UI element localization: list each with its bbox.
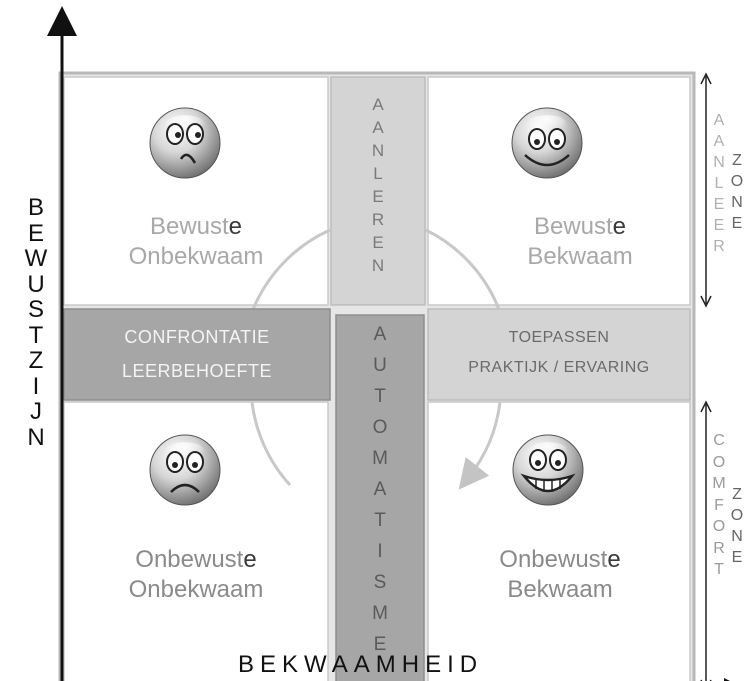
vertical-letter: E	[713, 196, 725, 213]
vertical-letter: Z	[732, 152, 742, 169]
vertical-letter: Z	[732, 486, 742, 503]
label-line1-suffix: e	[243, 546, 257, 573]
toepassen-text: TOEPASSEN PRAKTIJK / ERVARING	[428, 323, 690, 383]
vertical-letter: O	[372, 417, 388, 438]
vertical-letter: E	[731, 549, 743, 566]
bar-toepassen	[427, 308, 691, 401]
vertical-letter: E	[372, 187, 384, 206]
vertical-letter: A	[372, 95, 384, 114]
vertical-letter: M	[712, 475, 726, 492]
label-line2: Bekwaam	[507, 576, 613, 603]
vertical-letter: R	[713, 539, 725, 557]
vertical-letter: T	[28, 321, 44, 349]
label-line1-prefix: Onbewust	[135, 546, 244, 573]
vertical-letter: L	[714, 175, 724, 192]
vertical-letter: O	[730, 173, 744, 190]
label-line1-prefix: Bewust	[533, 213, 613, 240]
label-line1-suffix: e	[612, 213, 627, 240]
vertical-letter: R	[371, 210, 385, 229]
label-line2: Bekwaam	[527, 243, 633, 270]
vertical-letter: W	[24, 245, 48, 272]
vertical-letter: U	[373, 355, 387, 376]
vertical-letter: E	[373, 634, 387, 655]
label-line2: Onbekwaam	[128, 576, 264, 603]
confrontatie-line1: CONFRONTATIE	[124, 327, 270, 347]
vertical-letter: T	[374, 510, 386, 531]
vertical-letter: N	[371, 141, 385, 160]
vertical-letter: T	[374, 386, 386, 407]
vertical-letter: O	[712, 453, 726, 471]
vertical-letter: N	[713, 154, 725, 171]
sad-face-icon	[149, 434, 221, 506]
vertical-letter: U	[27, 270, 45, 298]
vertical-letter: E	[372, 233, 384, 252]
bar-aanleren	[330, 76, 426, 306]
cycle-arc-right	[425, 228, 502, 313]
toepassen-line1: TOEPASSEN	[508, 329, 610, 346]
grinning-face-icon	[512, 434, 584, 506]
vertical-letter: N	[371, 256, 385, 275]
label-line1-suffix: e	[228, 213, 243, 240]
label-bewuste-onbekwaam: Bewuste Onbekwaam	[96, 212, 296, 272]
label-line1-prefix: Bewust	[149, 213, 229, 240]
vertical-letter: R	[713, 238, 725, 255]
cycle-arc-left	[250, 228, 331, 313]
bar-confrontatie	[63, 308, 331, 401]
cycle-arc-lower-left	[250, 401, 292, 487]
label-line1-suffix: e	[607, 546, 621, 573]
label-onbewuste-onbekwaam: Onbewuste Onbekwaam	[96, 545, 296, 605]
vertical-letter: I	[377, 541, 383, 562]
vertical-letter: A	[713, 112, 725, 129]
vertical-letter: E	[713, 217, 725, 234]
vertical-letter: F	[714, 496, 724, 514]
vertical-letter: M	[372, 448, 388, 469]
vertical-letter: A	[373, 324, 387, 345]
confrontatie-text: CONFRONTATIE LEERBEHOEFTE	[66, 320, 328, 388]
label-line1-prefix: Onbewust	[499, 546, 608, 573]
vertical-letter: T	[714, 561, 724, 578]
vertical-letter: E	[731, 215, 743, 232]
label-line2: Onbekwaam	[128, 243, 264, 270]
vertical-letter: Z	[28, 347, 44, 374]
worried-face-icon	[149, 107, 221, 179]
vertical-letter: E	[27, 219, 44, 247]
vertical-letter: O	[712, 518, 726, 535]
vertical-letter: O	[730, 507, 744, 524]
vertical-letter: N	[731, 528, 743, 545]
vertical-letter: L	[373, 164, 383, 183]
label-onbewuste-bekwaam: Onbewuste Bekwaam	[460, 545, 660, 605]
confrontatie-line2: LEERBEHOEFTE	[121, 361, 273, 381]
smiling-face-icon	[511, 107, 583, 179]
vertical-letter: N	[27, 423, 45, 451]
vertical-letter: C	[713, 432, 725, 449]
vertical-letter: J	[30, 398, 42, 425]
vertical-letter: S	[27, 296, 44, 323]
toepassen-line2: PRAKTIJK / ERVARING	[468, 359, 650, 376]
vertical-letter: S	[373, 572, 387, 593]
label-bewuste-bekwaam: Bewuste Bekwaam	[480, 212, 680, 272]
cycle-arc-lower-right	[458, 401, 502, 490]
vertical-letter: A	[373, 479, 387, 500]
x-axis-label: BEKWAAMHEID	[238, 651, 484, 678]
vertical-letter: B	[27, 194, 44, 221]
vertical-letter: I	[32, 372, 40, 400]
vertical-letter: N	[731, 194, 743, 211]
vertical-letter: A	[713, 133, 725, 150]
vertical-letter: M	[372, 603, 388, 624]
bar-automatisme	[335, 314, 425, 681]
vertical-letter: A	[372, 118, 384, 137]
